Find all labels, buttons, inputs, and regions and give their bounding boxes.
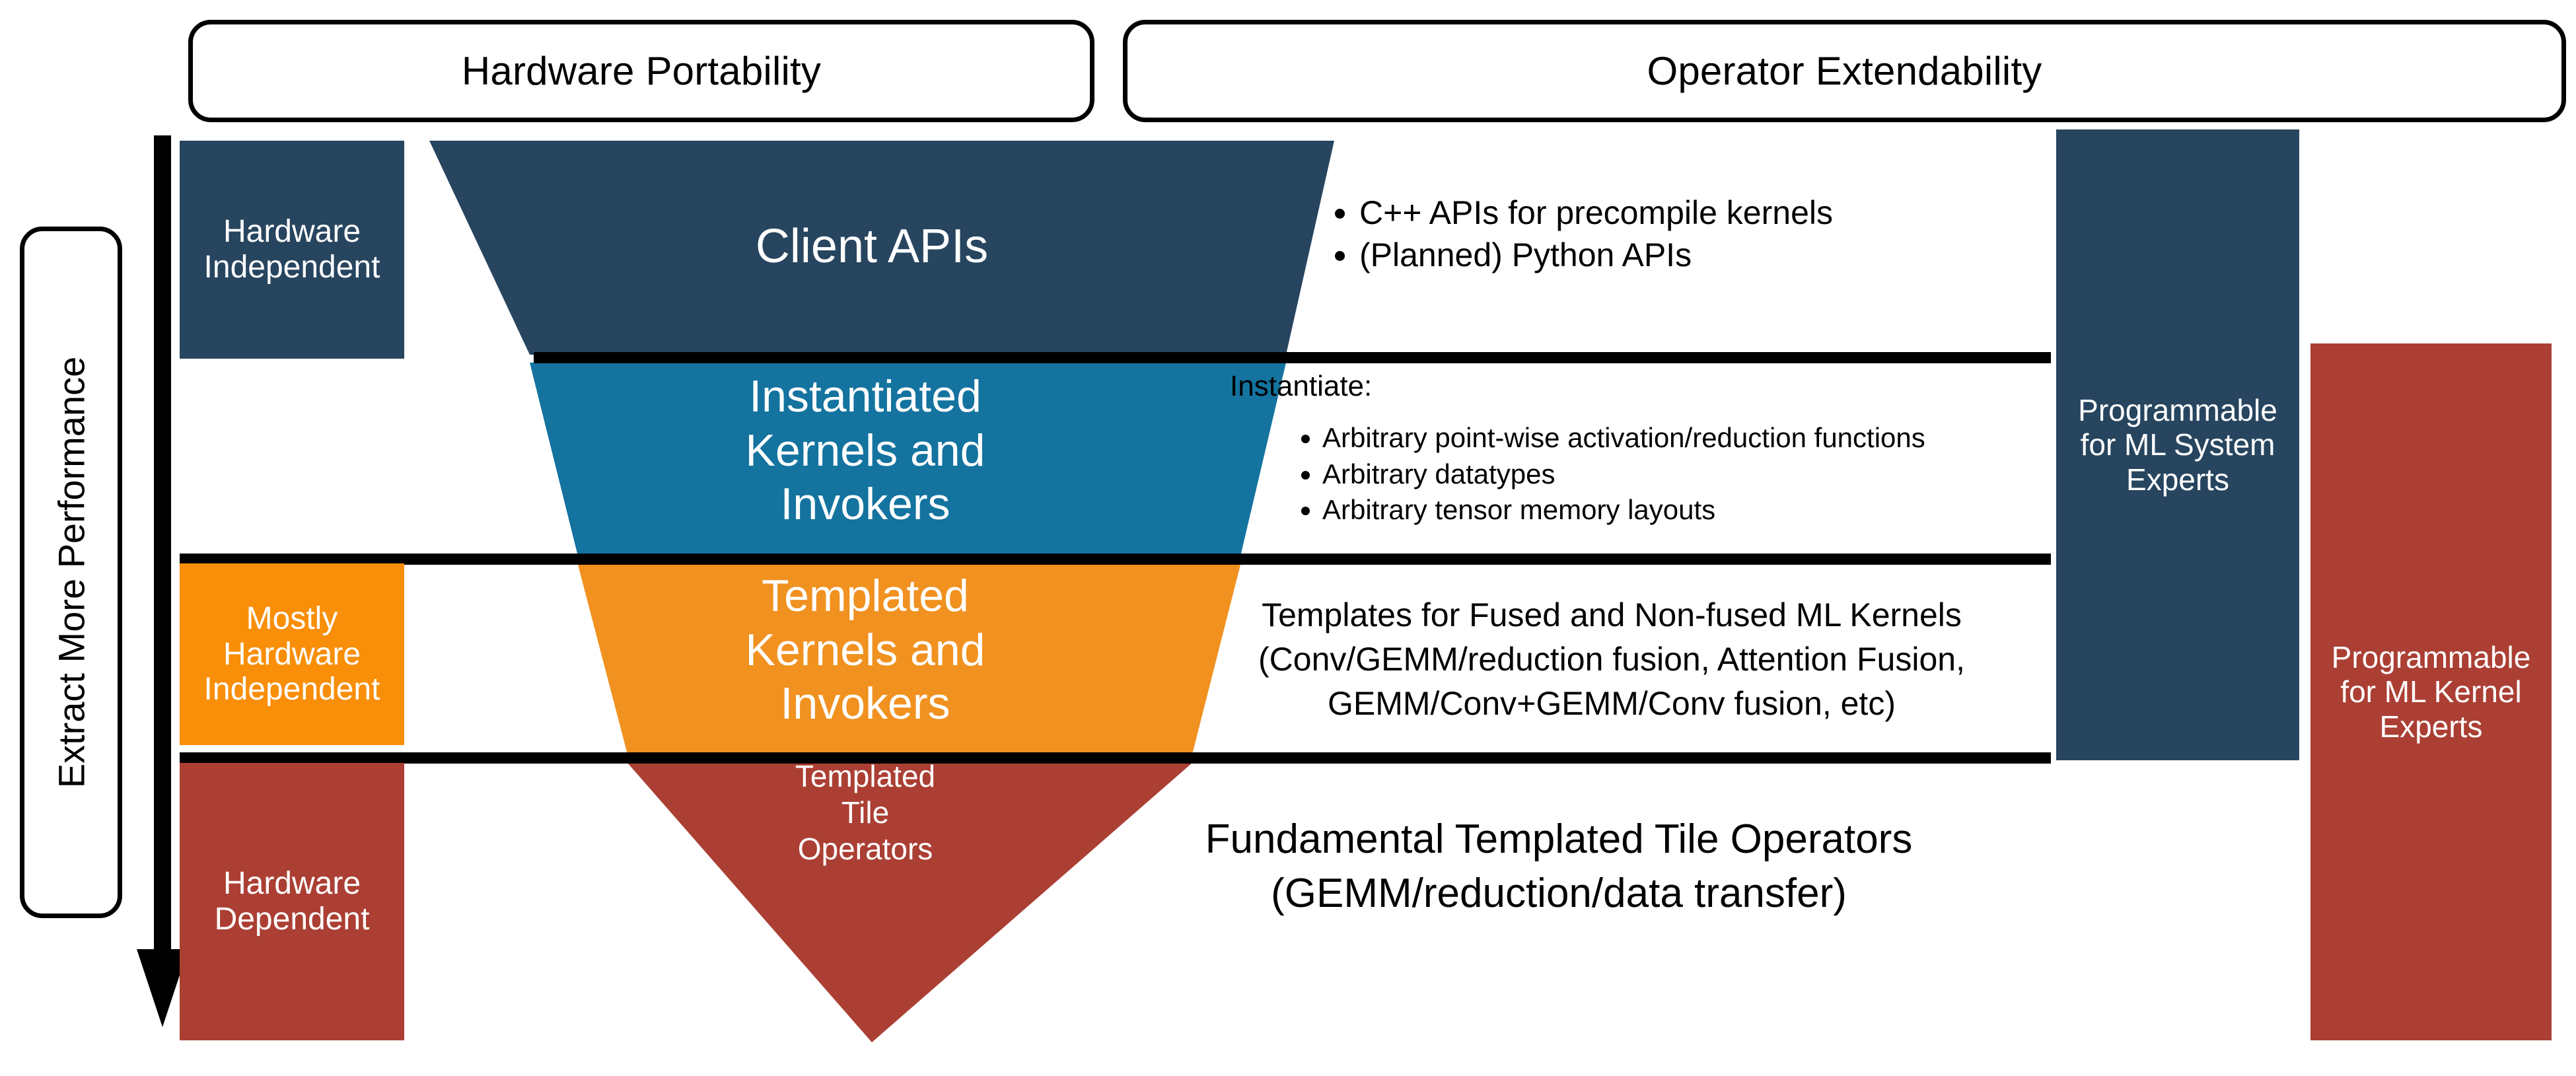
instantiate-bullet-list: Arbitrary point-wise activation/reductio… <box>1230 420 2042 528</box>
funnel-layer-client-apis <box>429 141 1334 355</box>
list-item: Arbitrary point-wise activation/reductio… <box>1322 420 2042 456</box>
down-arrow-icon <box>137 135 188 1027</box>
divider-line-3 <box>180 752 2051 764</box>
templates-description-line1: Templates for Fused and Non-fused ML Ker… <box>1262 596 1962 633</box>
list-item: Arbitrary datatypes <box>1322 456 2042 493</box>
divider-line-2 <box>180 554 2051 565</box>
funnel-label-templated-kernels-line1: Templated <box>762 571 969 621</box>
performance-axis-box: Extract More Performance <box>20 227 122 918</box>
funnel-label-templated-tile-operators-line1: Templated <box>795 759 936 793</box>
templates-description: Templates for Fused and Non-fused ML Ker… <box>1186 593 2038 726</box>
funnel-layer-templated-tile-operators <box>627 763 1192 1042</box>
templates-description-line2: (Conv/GEMM/reduction fusion, Attention F… <box>1258 641 1965 678</box>
funnel-label-instantiated: Instantiated Kernels and Invokers <box>614 370 1116 532</box>
funnel-label-client-apis: Client APIs <box>555 218 1189 275</box>
audience-bar-ml-system-experts-line2: for ML System <box>2080 427 2275 462</box>
audience-bar-ml-system-experts-line1: Programmable <box>2078 392 2277 427</box>
fundamental-operators-line1: Fundamental Templated Tile Operators <box>1205 816 1913 862</box>
funnel-label-templated-kernels: Templated Kernels and Invokers <box>627 569 1103 731</box>
level-hardware-dependent-line1: Hardware <box>223 866 361 902</box>
instantiate-description: Instantiate: Arbitrary point-wise activa… <box>1230 370 2042 528</box>
funnel-label-instantiated-line1: Instantiated <box>749 371 982 421</box>
funnel-layer-instantiated <box>530 363 1286 556</box>
audience-bar-ml-system-experts-line3: Experts <box>2126 462 2229 497</box>
client-api-description: C++ APIs for precompile kernels (Planned… <box>1321 192 2021 276</box>
audience-bar-ml-kernel-experts-line3: Experts <box>2379 709 2483 744</box>
header-operator-extendability: Operator Extendability <box>1123 20 2566 122</box>
level-hardware-dependent: Hardware Dependent <box>180 763 404 1040</box>
audience-bar-ml-kernel-experts-line1: Programmable <box>2331 639 2531 674</box>
level-hardware-independent-line2: Independent <box>203 250 380 285</box>
funnel-label-templated-tile-operators: Templated Tile Operators <box>694 758 1037 868</box>
funnel-label-instantiated-line3: Invokers <box>780 479 950 530</box>
level-mostly-hardware-independent-line3: Independent <box>203 672 380 707</box>
funnel-label-client-apis-text: Client APIs <box>755 220 989 273</box>
audience-bar-ml-system-experts: Programmable for ML System Experts <box>2056 129 2299 760</box>
funnel-label-templated-tile-operators-line2: Tile <box>841 795 890 830</box>
funnel-label-instantiated-line2: Kernels and <box>745 425 985 476</box>
level-hardware-independent-line1: Hardware <box>223 214 361 250</box>
level-hardware-independent: Hardware Independent <box>180 141 404 359</box>
client-api-bullet-list: C++ APIs for precompile kernels (Planned… <box>1321 192 2021 276</box>
header-hardware-portability: Hardware Portability <box>188 20 1094 122</box>
fundamental-operators-line2: (GEMM/reduction/data transfer) <box>1271 870 1847 916</box>
list-item: (Planned) Python APIs <box>1359 234 2021 276</box>
audience-bar-ml-kernel-experts-line2: for ML Kernel <box>2340 674 2522 709</box>
audience-bar-ml-kernel-experts: Programmable for ML Kernel Experts <box>2310 343 2552 1040</box>
funnel-label-templated-kernels-line3: Invokers <box>780 678 950 729</box>
funnel-layer-templated-kernels <box>578 565 1240 754</box>
level-mostly-hardware-independent: Mostly Hardware Independent <box>180 563 404 745</box>
templates-description-line3: GEMM/Conv+GEMM/Conv fusion, etc) <box>1328 685 1896 722</box>
divider-line-1 <box>534 352 2051 363</box>
header-operator-extendability-label: Operator Extendability <box>1647 49 2042 93</box>
list-item: C++ APIs for precompile kernels <box>1359 192 2021 234</box>
header-hardware-portability-label: Hardware Portability <box>461 49 822 93</box>
level-hardware-dependent-line2: Dependent <box>214 902 370 937</box>
list-item: Arbitrary tensor memory layouts <box>1322 492 2042 528</box>
level-mostly-hardware-independent-line2: Hardware <box>223 636 361 672</box>
level-mostly-hardware-independent-line1: Mostly <box>246 600 338 636</box>
funnel-label-templated-kernels-line2: Kernels and <box>745 624 985 675</box>
fundamental-operators-description: Fundamental Templated Tile Operators (GE… <box>1096 812 2021 921</box>
instantiate-lead-label: Instantiate: <box>1230 370 1373 402</box>
funnel-label-templated-tile-operators-line3: Operators <box>797 832 933 867</box>
